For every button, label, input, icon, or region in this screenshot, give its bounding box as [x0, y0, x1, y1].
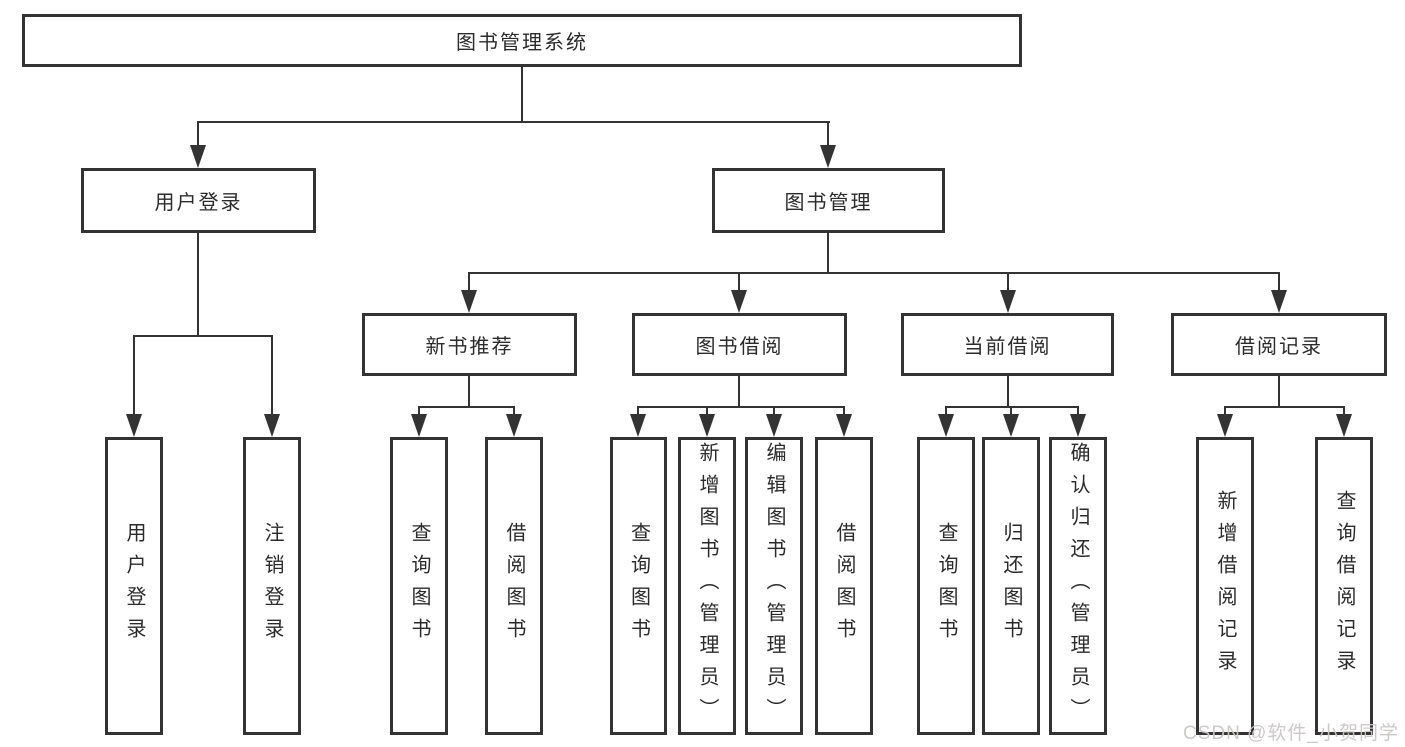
connector-line [843, 406, 845, 418]
arrow-down-icon [630, 414, 646, 437]
node-book-management-label: 图书管理 [784, 192, 873, 214]
node-root: 图书管理系统 [22, 14, 1022, 67]
csdn-watermark: CSDN @软件_小贺同学 [1183, 723, 1399, 744]
leaf-borrow-books-recommend-label: 借阅图书 [503, 522, 525, 650]
connector-line [706, 406, 708, 418]
arrow-down-icon [1217, 414, 1233, 437]
connector-line [418, 406, 515, 408]
connector-line [1010, 406, 1012, 418]
connector-line [418, 406, 420, 418]
node-user-login: 用户登录 [81, 168, 316, 233]
connector-line [1278, 272, 1280, 292]
connector-line [1278, 376, 1280, 406]
node-current-borrow: 当前借阅 [901, 313, 1114, 376]
connector-line [197, 233, 199, 335]
node-book-borrow-label: 图书借阅 [695, 336, 784, 358]
leaf-user-login-label: 用户登录 [123, 522, 145, 650]
leaf-logout-label: 注销登录 [261, 522, 283, 650]
connector-line [1343, 406, 1345, 418]
connector-line [738, 376, 740, 406]
arrow-down-icon [938, 414, 954, 437]
connector-line [1224, 406, 1345, 408]
leaf-return-books-label: 归还图书 [1000, 522, 1022, 650]
node-new-book-recommend-label: 新书推荐 [425, 336, 514, 358]
node-user-login-label: 用户登录 [154, 192, 243, 214]
leaf-query-borrow-record-label: 查询借阅记录 [1333, 490, 1355, 682]
connector-line [133, 335, 135, 417]
leaf-add-borrow-record-label: 新增借阅记录 [1214, 490, 1236, 682]
leaf-user-login: 用户登录 [105, 437, 163, 735]
node-current-borrow-label: 当前借阅 [963, 336, 1052, 358]
connector-line [197, 121, 199, 149]
leaf-query-books-borrow: 查询图书 [610, 437, 667, 735]
connector-line [197, 121, 830, 123]
arrow-down-icon [506, 414, 522, 437]
leaf-query-books-current-label: 查询图书 [935, 522, 957, 650]
arrow-down-icon [190, 145, 206, 168]
connector-line [945, 406, 1079, 408]
arrow-down-icon [411, 414, 427, 437]
leaf-add-books-admin-label: 新增图书（管理员） [696, 442, 718, 730]
node-borrow-records: 借阅记录 [1171, 313, 1387, 376]
connector-line [637, 406, 845, 408]
node-new-book-recommend: 新书推荐 [362, 313, 577, 376]
leaf-query-books-borrow-label: 查询图书 [627, 522, 650, 650]
connector-line [513, 406, 515, 418]
arrow-down-icon [1070, 414, 1086, 437]
leaf-borrow-books-recommend: 借阅图书 [485, 437, 543, 735]
leaf-edit-books-admin: 编辑图书（管理员） [745, 437, 803, 735]
connector-line [1224, 406, 1226, 418]
leaf-query-borrow-record: 查询借阅记录 [1315, 437, 1373, 735]
connector-line [1007, 272, 1009, 292]
node-book-management: 图书管理 [712, 168, 945, 233]
arrow-down-icon [699, 414, 715, 437]
arrow-down-icon [1336, 414, 1352, 437]
connector-line [271, 335, 273, 417]
connector-line [468, 376, 470, 406]
arrow-down-icon [1000, 290, 1016, 313]
arrow-down-icon [820, 145, 836, 168]
node-root-label: 图书管理系统 [456, 32, 588, 54]
connector-line [521, 67, 523, 122]
arrow-down-icon [461, 290, 477, 313]
leaf-query-books-recommend: 查询图书 [390, 437, 448, 735]
arrow-down-icon [836, 414, 852, 437]
connector-line [1077, 406, 1079, 418]
leaf-confirm-return-admin-label: 确认归还（管理员） [1067, 442, 1089, 730]
arrow-down-icon [1271, 290, 1287, 313]
leaf-confirm-return-admin: 确认归还（管理员） [1049, 437, 1107, 735]
leaf-edit-books-admin-label: 编辑图书（管理员） [763, 442, 785, 730]
arrow-down-icon [264, 414, 280, 437]
leaf-query-books-recommend-label: 查询图书 [408, 522, 430, 650]
leaf-return-books: 归还图书 [982, 437, 1040, 735]
leaf-logout: 注销登录 [243, 437, 301, 735]
arrow-down-icon [1003, 414, 1019, 437]
connector-line [827, 121, 829, 149]
leaf-borrow-books-label: 借阅图书 [833, 522, 855, 650]
connector-line [827, 233, 829, 272]
connector-line [468, 272, 1280, 274]
leaf-add-books-admin: 新增图书（管理员） [678, 437, 736, 735]
leaf-add-borrow-record: 新增借阅记录 [1196, 437, 1254, 735]
node-borrow-records-label: 借阅记录 [1235, 336, 1323, 358]
leaf-borrow-books: 借阅图书 [815, 437, 873, 735]
connector-line [133, 335, 273, 337]
connector-line [637, 406, 639, 418]
connector-line [945, 406, 947, 418]
connector-line [738, 272, 740, 292]
arrow-down-icon [766, 414, 782, 437]
leaf-query-books-current: 查询图书 [917, 437, 975, 735]
arrow-down-icon [731, 290, 747, 313]
connector-line [468, 272, 470, 292]
connector-line [773, 406, 775, 418]
arrow-down-icon [126, 414, 142, 437]
connector-line [1007, 376, 1009, 406]
node-book-borrow: 图书借阅 [632, 313, 847, 376]
